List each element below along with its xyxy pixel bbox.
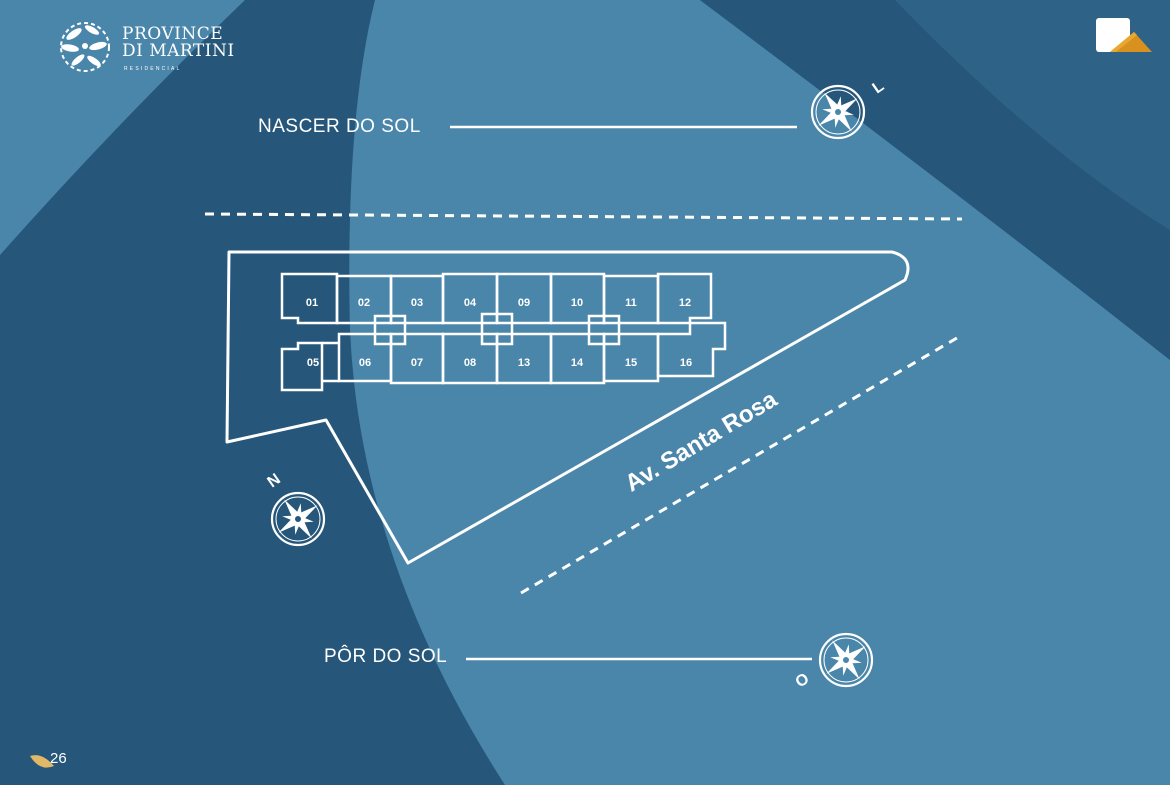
unit-label[interactable]: 14 bbox=[571, 357, 584, 369]
leaf-icon bbox=[30, 755, 54, 768]
brand-name-line1: PROVINCE bbox=[122, 24, 224, 44]
unit-label[interactable]: 09 bbox=[518, 297, 530, 309]
brand-tagline: RESIDENCIAL bbox=[124, 66, 182, 72]
sunset-label: PÔR DO SOL bbox=[324, 646, 448, 667]
unit-label[interactable]: 08 bbox=[464, 357, 476, 369]
compass-north-letter: N bbox=[265, 471, 284, 492]
olive-branch-icon bbox=[60, 22, 110, 72]
unit-label[interactable]: 12 bbox=[679, 297, 691, 309]
unit-label[interactable]: 15 bbox=[625, 357, 637, 369]
page-number: 26 bbox=[50, 750, 67, 767]
unit-label[interactable]: 07 bbox=[411, 357, 423, 369]
unit-label[interactable]: 02 bbox=[358, 297, 370, 309]
unit-16-outline bbox=[656, 321, 727, 378]
unit-label[interactable]: 01 bbox=[306, 297, 318, 309]
compass-rose-east-icon bbox=[810, 84, 866, 140]
unit-label[interactable]: 11 bbox=[625, 297, 637, 309]
compass-west-letter: O bbox=[793, 670, 813, 691]
unit-label[interactable]: 06 bbox=[359, 357, 371, 369]
compass-east-letter: L bbox=[870, 78, 888, 98]
brand-name-line2: DI MARTINI bbox=[122, 41, 235, 61]
unit-12-outline bbox=[656, 272, 713, 325]
lot-outline bbox=[225, 250, 910, 565]
compass-rose-west-icon bbox=[818, 632, 874, 688]
street-edge-line bbox=[520, 333, 963, 595]
brand-logo: PROVINCE DI MARTINI RESIDENCIAL bbox=[52, 16, 242, 80]
unit-label[interactable]: 16 bbox=[680, 357, 692, 369]
street-name-label: Av. Santa Rosa bbox=[620, 385, 782, 497]
compass-rose-north-icon bbox=[270, 491, 326, 547]
brand-name: PROVINCE DI MARTINI bbox=[122, 26, 235, 60]
unit-label[interactable]: 10 bbox=[571, 297, 583, 309]
corner-brand-icon bbox=[1096, 18, 1152, 52]
unit-label[interactable]: 04 bbox=[464, 297, 477, 309]
road-edge-top bbox=[204, 212, 963, 221]
sunrise-label: NASCER DO SOL bbox=[258, 116, 421, 137]
unit-label[interactable]: 13 bbox=[518, 357, 530, 369]
unit-label[interactable]: 05 bbox=[307, 357, 319, 369]
unit-01-outline bbox=[280, 272, 339, 325]
building-footprint bbox=[280, 272, 727, 392]
unit-label[interactable]: 03 bbox=[411, 297, 423, 309]
